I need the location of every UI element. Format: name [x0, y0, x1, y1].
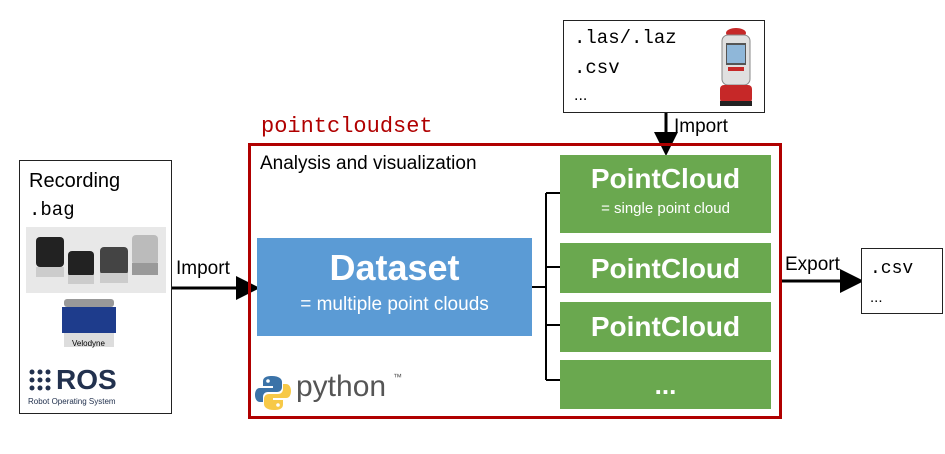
- pointcloud-box-2: PointCloud: [560, 243, 771, 293]
- input-formats-box: .las/.laz .csv ...: [563, 20, 765, 113]
- import-label-top: Import: [674, 116, 728, 137]
- python-logo-icon: [255, 376, 291, 410]
- python-logo-text: python: [296, 370, 387, 403]
- lidar-sensors-image: [26, 227, 166, 293]
- recording-box: Recording .bag Velodyne ROS Robot Operat…: [19, 160, 172, 414]
- format-csv: .csv: [574, 57, 620, 79]
- pointcloud-box-more: ...: [560, 360, 771, 409]
- recording-format: .bag: [29, 199, 75, 221]
- pointcloud-title-1: PointCloud: [590, 163, 741, 194]
- ros-caption: Robot Operating System: [28, 397, 116, 406]
- dataset-title: Dataset: [329, 247, 460, 288]
- export-format-csv: .csv: [870, 259, 914, 279]
- dataset-box: Dataset = multiple point clouds: [257, 238, 532, 336]
- pointcloud-title-more: ...: [654, 370, 677, 400]
- main-box-title: Analysis and visualization: [260, 153, 477, 174]
- pointcloud-subtitle-1: = single point cloud: [601, 200, 730, 217]
- pointcloud-box-3: PointCloud: [560, 302, 771, 352]
- velodyne-label: Velodyne: [72, 339, 105, 348]
- pointcloud-box-1: PointCloud = single point cloud: [560, 155, 771, 233]
- ros-logo-text: ROS: [56, 364, 117, 395]
- import-label-left: Import: [176, 258, 230, 279]
- recording-title: Recording: [29, 170, 121, 192]
- format-more: ...: [574, 87, 588, 104]
- pointcloud-title-2: PointCloud: [590, 253, 741, 284]
- robot-image: [720, 28, 752, 106]
- velodyne-sensor-image: [62, 299, 116, 347]
- export-label: Export: [785, 254, 840, 275]
- python-logo-tm: ™: [393, 372, 402, 382]
- format-las: .las/.laz: [574, 27, 677, 49]
- dataset-subtitle: = multiple point clouds: [300, 294, 489, 315]
- pointcloud-title-3: PointCloud: [590, 311, 741, 342]
- ros-dots-icon: [29, 369, 51, 391]
- package-name: pointcloudset: [261, 114, 433, 139]
- export-formats-box: .csv ...: [861, 248, 943, 314]
- pointcloudset-frame: [248, 143, 782, 419]
- export-format-more: ...: [870, 289, 883, 306]
